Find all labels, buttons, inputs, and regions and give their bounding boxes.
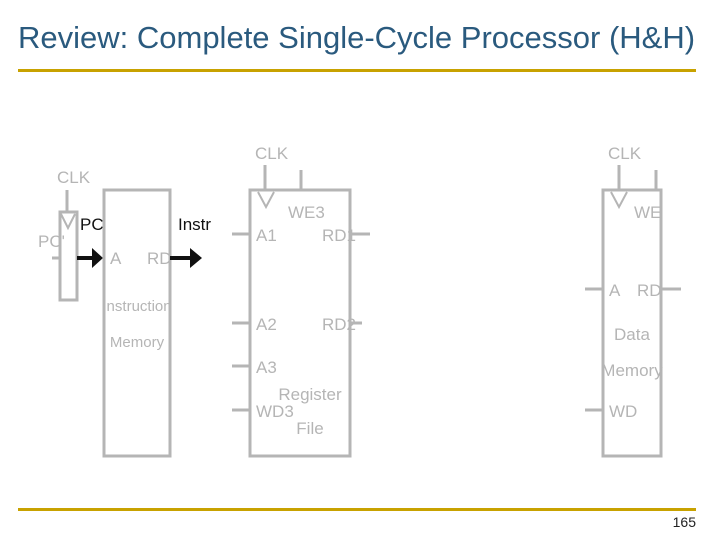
imem-name-1: Instruction bbox=[102, 298, 171, 315]
imem-name-2: Memory bbox=[110, 334, 165, 351]
rf-name-1: Register bbox=[278, 385, 342, 404]
instr-label: Instr bbox=[178, 215, 211, 234]
title-divider bbox=[18, 69, 696, 72]
pc-clk-label: CLK bbox=[57, 168, 91, 187]
imem-port-a: A bbox=[110, 249, 122, 268]
instruction-memory: A RD Instruction Memory Instr bbox=[102, 188, 211, 458]
data-memory: CLK WE A RD Data Memory WD bbox=[585, 144, 681, 458]
footer-divider bbox=[18, 508, 696, 511]
slide-title: Review: Complete Single-Cycle Processor … bbox=[18, 20, 696, 55]
rf-a2: A2 bbox=[256, 315, 277, 334]
dm-port-rd: RD bbox=[637, 281, 662, 300]
register-file: CLK WE3 A1 RD1 A2 RD2 A3 WD3 Register Fi… bbox=[232, 144, 370, 458]
instr-arrow-head bbox=[190, 248, 202, 268]
pc-register: CLK PC' PC bbox=[38, 168, 104, 302]
page-number: 165 bbox=[672, 514, 696, 530]
imem-port-rd: RD bbox=[147, 249, 172, 268]
dm-wd: WD bbox=[609, 402, 637, 421]
rf-a3: A3 bbox=[256, 358, 277, 377]
rf-clock-triangle bbox=[257, 191, 275, 210]
pc-clock-triangle bbox=[60, 213, 76, 231]
instruction-memory-box bbox=[102, 188, 172, 458]
pc-arrow-head bbox=[92, 248, 103, 268]
dm-port-a: A bbox=[609, 281, 621, 300]
rf-we3: WE3 bbox=[288, 203, 325, 222]
pc-input-label: PC' bbox=[38, 232, 65, 251]
dm-name-1: Data bbox=[614, 325, 650, 344]
dm-we: WE bbox=[634, 203, 661, 222]
rf-a1: A1 bbox=[256, 226, 277, 245]
data-memory-box bbox=[601, 188, 663, 458]
rf-name-2: File bbox=[296, 419, 323, 438]
rf-clk-label: CLK bbox=[255, 144, 289, 163]
pc-output-label: PC bbox=[80, 215, 104, 234]
rf-wd3: WD3 bbox=[256, 402, 294, 421]
rf-rd2: RD2 bbox=[322, 315, 356, 334]
dm-clk-label: CLK bbox=[608, 144, 642, 163]
dm-clock-triangle bbox=[610, 191, 628, 210]
dm-name-2: Memory bbox=[601, 361, 663, 380]
rf-rd1: RD1 bbox=[322, 226, 356, 245]
